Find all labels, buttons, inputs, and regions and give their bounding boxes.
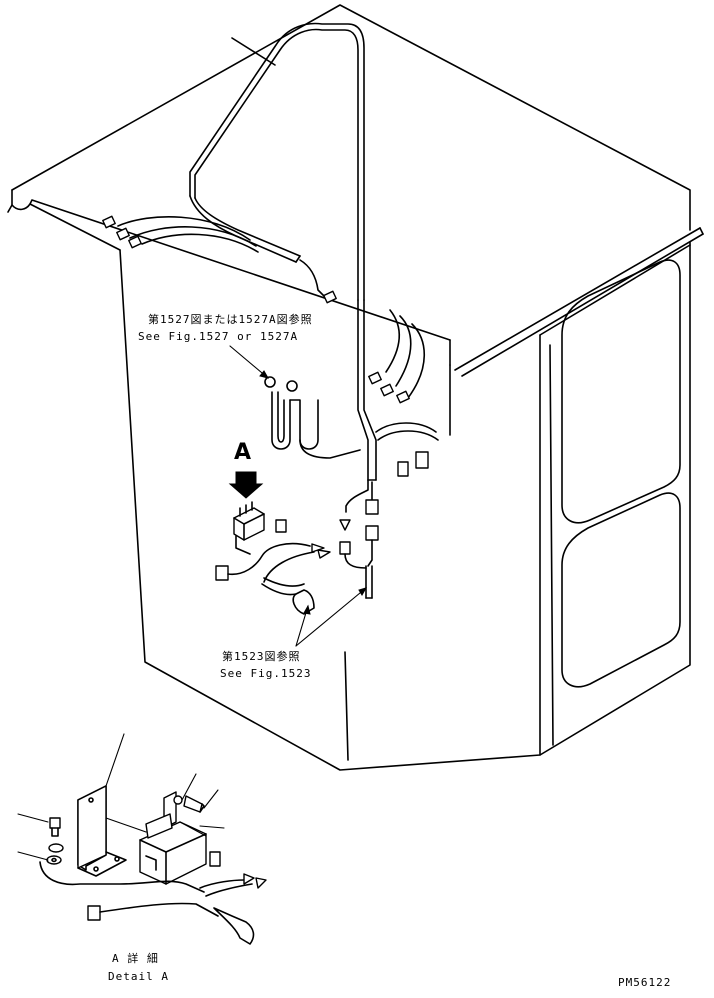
drawing-code: PM56122 [618, 976, 672, 989]
u-terminal-leads [264, 376, 439, 477]
relay-a-main [215, 501, 331, 615]
cab-roof [7, 4, 691, 366]
detail-a [17, 733, 267, 945]
fig1527-leader [229, 345, 269, 379]
fig1527-label-en: See Fig.1527 or 1527A [138, 330, 299, 343]
fig1523-arrowhead-2 [358, 587, 368, 596]
detail-a-label-en: Detail A [108, 970, 169, 983]
detail-a-label-jp: A 詳 細 [112, 952, 159, 965]
cab-door [539, 244, 691, 746]
cab-walls [119, 227, 704, 771]
fig1523-leader-2 [295, 587, 367, 647]
fig1523-label-jp: 第1523図参照 [222, 650, 301, 663]
roof-harness-left [102, 215, 337, 304]
fig1523-arrowhead-1 [303, 604, 311, 615]
fig1523-label-en: See Fig.1523 [220, 667, 312, 680]
roof-harness-right [368, 309, 426, 404]
roof-harness-loop [189, 22, 377, 481]
view-a-letter: A [234, 440, 252, 465]
fig1527-label-jp: 第1527図または1527A図参照 [148, 313, 313, 326]
fig1527-leader-arrowhead [259, 370, 270, 379]
lower-harness [339, 479, 379, 599]
view-a-arrow-icon [228, 471, 264, 499]
